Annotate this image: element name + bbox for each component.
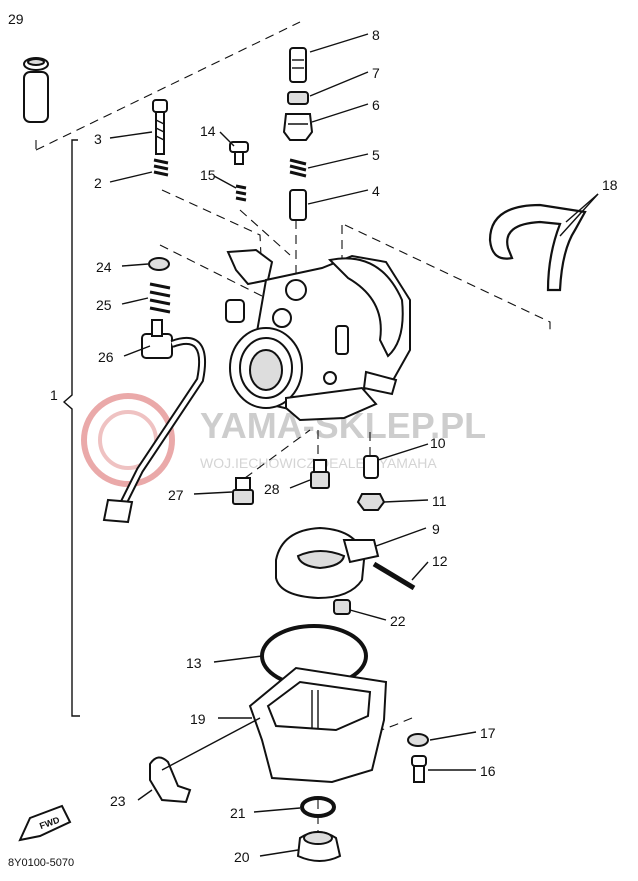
part-24-washer bbox=[148, 257, 170, 271]
callout-23: 23 bbox=[110, 793, 126, 809]
part-17-washer bbox=[407, 733, 429, 747]
callout-8: 8 bbox=[372, 27, 380, 43]
dash-15 bbox=[239, 209, 291, 256]
part-26-switch bbox=[102, 319, 207, 524]
part-11-nut bbox=[356, 493, 386, 511]
part-2-spring bbox=[153, 158, 169, 177]
figure-code: 8Y0100-5070 bbox=[8, 857, 74, 869]
part-21-oring bbox=[300, 796, 336, 818]
callout-27: 27 bbox=[168, 487, 184, 503]
callout-10: 10 bbox=[430, 435, 446, 451]
callout-21: 21 bbox=[230, 805, 246, 821]
callout-4: 4 bbox=[372, 183, 380, 199]
callout-19: 19 bbox=[190, 711, 206, 727]
part-19-float-bowl bbox=[248, 666, 388, 784]
part-5-spring bbox=[289, 158, 307, 178]
callout-13: 13 bbox=[186, 655, 202, 671]
callout-3: 3 bbox=[94, 131, 102, 147]
watermark: YAMA-SKLEP.PL WOJ.IECHOWICZ DEALER YAMAH… bbox=[81, 393, 486, 487]
callout-29: 29 bbox=[8, 11, 24, 27]
callout-2: 2 bbox=[94, 175, 102, 191]
callout-11: 11 bbox=[432, 493, 447, 509]
callout-1: 1 bbox=[50, 387, 58, 403]
callout-14: 14 bbox=[200, 123, 216, 139]
part-14-screw bbox=[229, 141, 249, 165]
watermark-logo-ring bbox=[81, 393, 175, 487]
part-25-spring bbox=[149, 282, 171, 314]
callout-25: 25 bbox=[96, 297, 112, 313]
part-7-washer bbox=[287, 91, 309, 105]
callout-17: 17 bbox=[480, 725, 496, 741]
dash-24 bbox=[159, 244, 271, 301]
part-28-jet bbox=[310, 459, 330, 489]
callout-12: 12 bbox=[432, 553, 448, 569]
callout-labels: 29 8 7 6 5 4 3 14 2 15 18 24 25 26 1 10 … bbox=[8, 11, 618, 865]
part-22-jet bbox=[333, 599, 351, 615]
callout-20: 20 bbox=[234, 849, 250, 865]
part-27-jet bbox=[232, 477, 254, 505]
assembly-bracket bbox=[62, 139, 80, 717]
part-10-needle bbox=[363, 455, 379, 479]
callout-7: 7 bbox=[372, 65, 380, 81]
part-9-float bbox=[275, 526, 380, 600]
leader-dashed-29 bbox=[35, 21, 301, 151]
dash-27 bbox=[244, 429, 311, 479]
part-6-valve bbox=[282, 113, 314, 141]
callout-24: 24 bbox=[96, 259, 112, 275]
callout-18: 18 bbox=[602, 177, 618, 193]
part-20-drain-plug bbox=[296, 831, 342, 862]
part-23-clamp bbox=[149, 756, 192, 804]
part-4-jet bbox=[289, 189, 307, 221]
callout-16: 16 bbox=[480, 763, 496, 779]
carburetor-body bbox=[225, 248, 411, 422]
fwd-arrow-icon: FWD bbox=[18, 804, 72, 842]
callout-22: 22 bbox=[390, 613, 406, 629]
leader-lines bbox=[109, 33, 599, 857]
part-12-pin bbox=[372, 561, 416, 591]
callout-26: 26 bbox=[98, 349, 114, 365]
part-15-spring bbox=[235, 184, 247, 202]
part-3-screw bbox=[152, 99, 168, 155]
callout-28: 28 bbox=[264, 481, 280, 497]
part-18-hose bbox=[488, 203, 587, 292]
part-29-cap bbox=[23, 57, 49, 123]
part-8-screw bbox=[289, 47, 307, 83]
part-16-screw bbox=[411, 755, 427, 783]
callout-5: 5 bbox=[372, 147, 380, 163]
callout-9: 9 bbox=[432, 521, 440, 537]
callout-6: 6 bbox=[372, 97, 380, 113]
dash-18 bbox=[344, 224, 551, 330]
callout-15: 15 bbox=[200, 167, 216, 183]
